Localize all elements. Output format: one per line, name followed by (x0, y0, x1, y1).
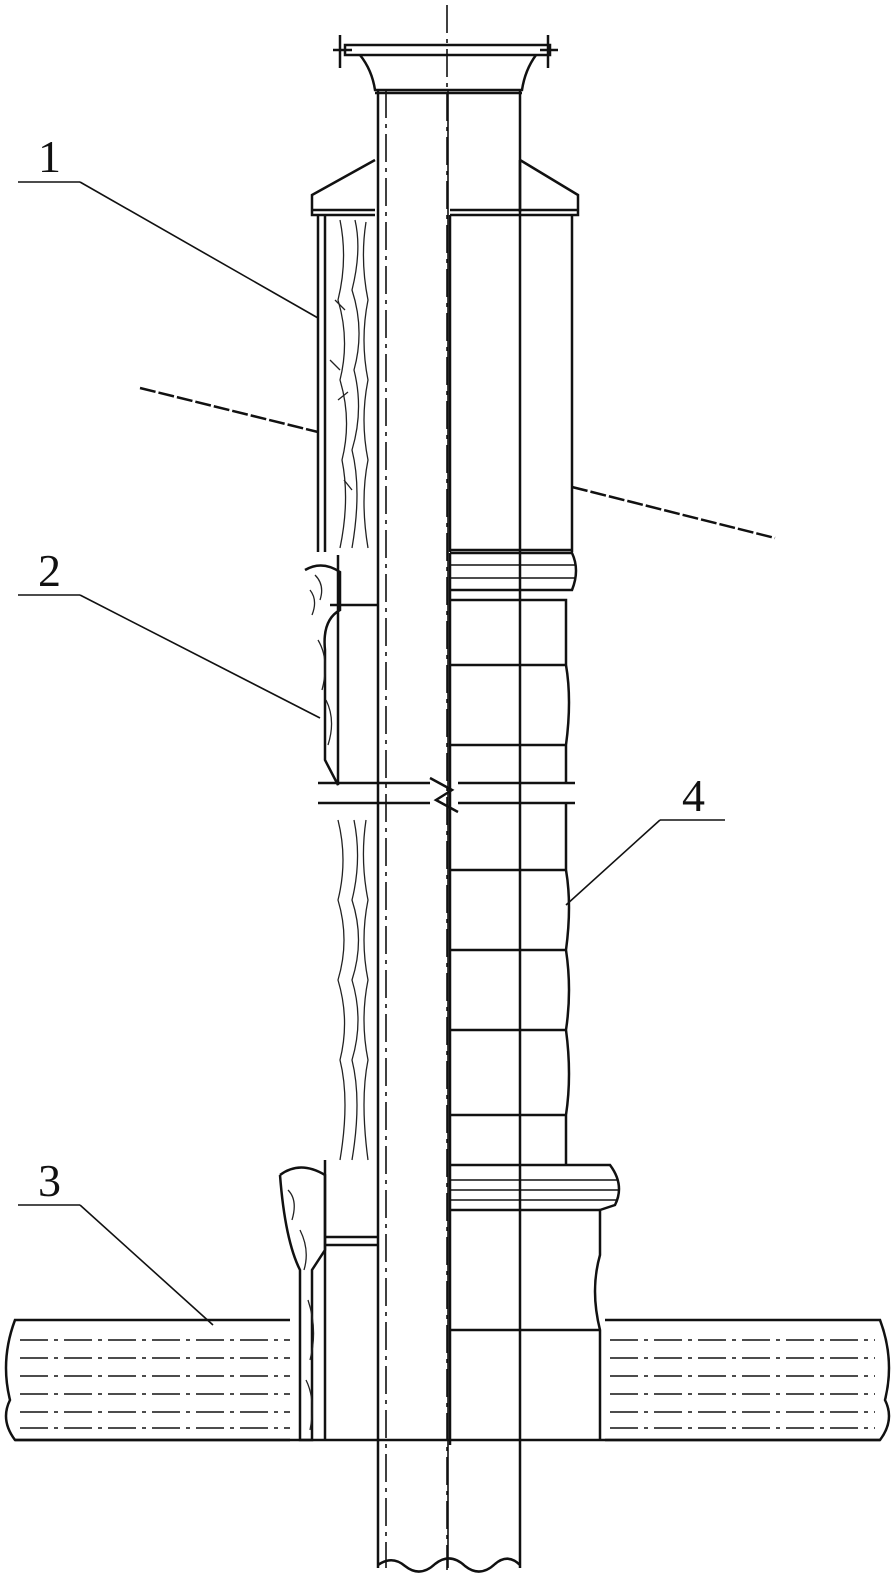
callout-label-1: 1 (38, 131, 61, 182)
break-line (318, 776, 575, 814)
ground-slope-lines (139, 386, 776, 540)
top-flange (333, 35, 558, 95)
packing-seal (304, 555, 378, 786)
callout-label-4: 4 (682, 770, 705, 821)
callout-label-3: 3 (38, 1155, 61, 1206)
outer-casing-couplings (448, 551, 578, 1445)
leader-lines (18, 181, 725, 1326)
callout-label-2: 2 (38, 545, 61, 596)
lower-packing (278, 1160, 378, 1442)
lower-coupling (450, 1163, 621, 1440)
inner-pipe (376, 90, 522, 1573)
floor-slab (4, 1318, 891, 1442)
slab-hatching (20, 1339, 875, 1429)
upper-conductor-sleeve (316, 215, 574, 552)
upper-collar (310, 158, 580, 217)
grout-infill-hatching (329, 219, 369, 1161)
